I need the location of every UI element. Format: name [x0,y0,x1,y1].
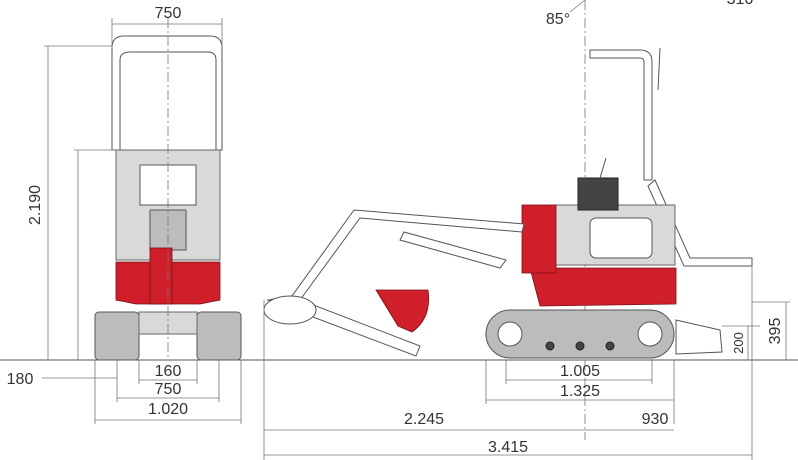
dim-rear: 930 [642,411,669,428]
side-engine-cover [589,217,653,259]
roller [605,341,615,351]
arm-end [263,295,317,325]
dozer-blade [675,319,723,355]
bucket [375,289,430,333]
side-track [485,309,675,359]
angle-marker-line [569,0,586,13]
roller [545,341,555,351]
dim-overall-length: 3.415 [488,439,528,456]
dim-track-total: 1.325 [560,383,600,400]
idler-front [497,321,523,347]
dim-track-gap: 160 [155,363,182,380]
canopy-handle [657,47,661,91]
side-upper-red [529,267,677,307]
dim-left-180: 180 [7,371,34,388]
operator-seat [577,177,619,211]
dim-top-right-partial: 310 [727,0,754,8]
canopy-frame [111,35,223,151]
dim-blade-height: 200 [731,332,746,354]
roller [575,341,585,351]
dim-overall-width: 1.020 [148,401,188,418]
dim-track-length: 1.005 [560,363,600,380]
dim-body-height: 395 [767,318,784,345]
dim-reach: 2.245 [404,411,444,428]
front-boom-foot-red [149,247,173,305]
dim-angle: 85° [546,11,570,28]
dim-height: 2.190 [27,185,44,225]
side-view: 85° 310 395 [263,0,790,460]
boom-swing-red [521,204,557,274]
canopy-rollbar [589,49,653,181]
right-track [196,311,242,361]
boom-cylinder [399,231,507,269]
sprocket-rear [637,321,663,347]
control-lever [599,157,607,179]
left-track [94,311,140,361]
front-view: 750 2.190 160 180 750 1.020 [7,5,242,424]
dim-track-width: 750 [155,381,182,398]
dim-top-width: 750 [155,5,182,22]
